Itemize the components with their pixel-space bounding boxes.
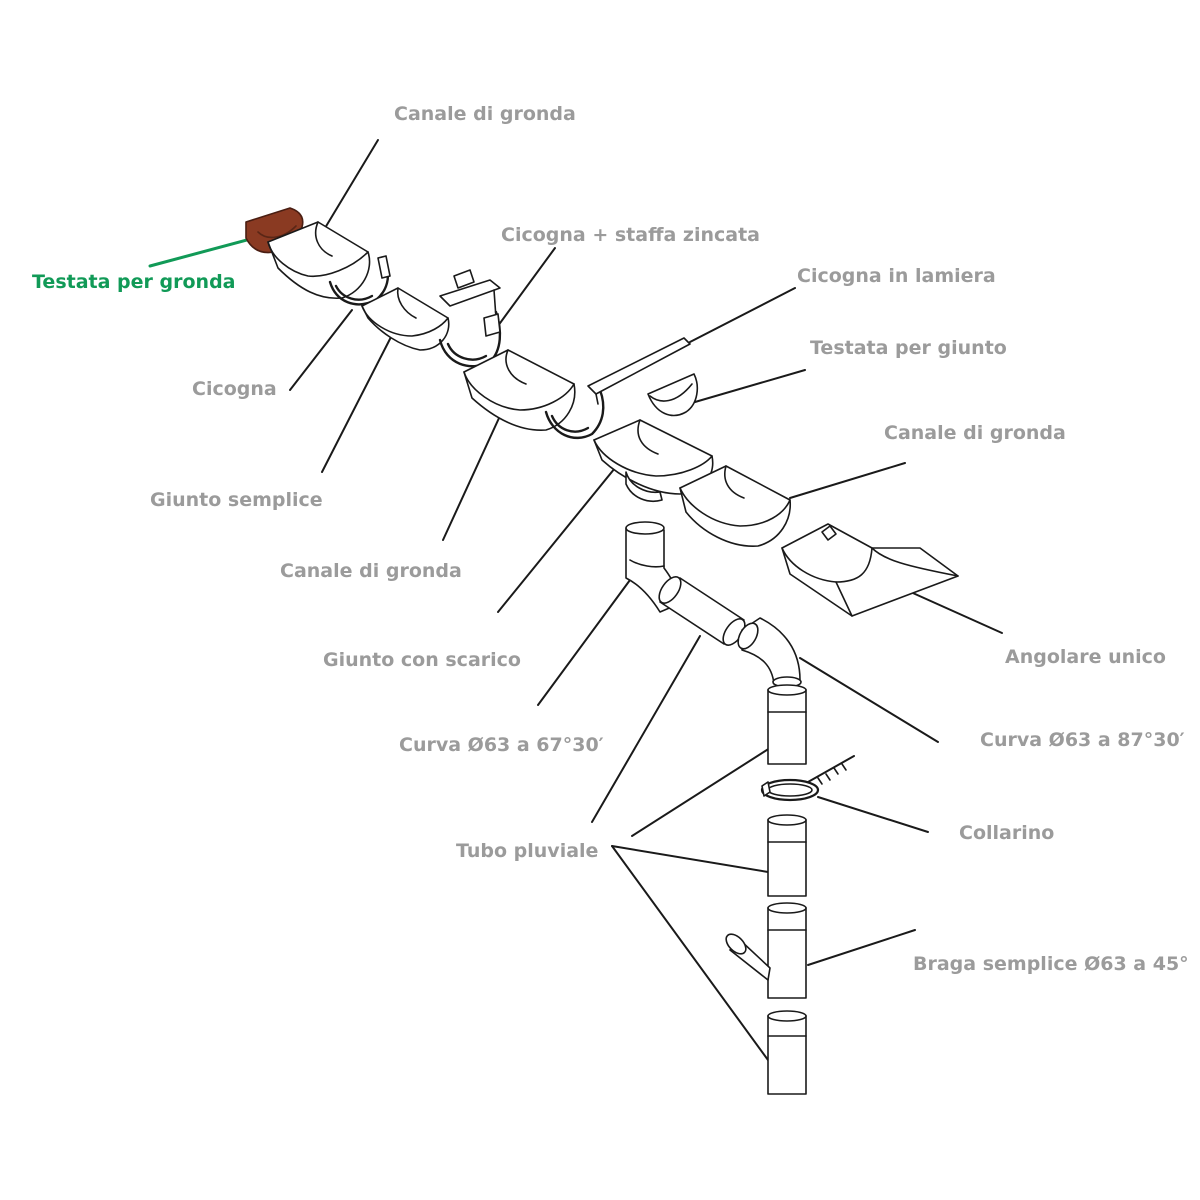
giunto-scarico-part	[593, 419, 714, 502]
label-curva-87: Curva Ø63 a 87°30′	[980, 729, 1185, 751]
leader-braga	[807, 929, 916, 966]
tubo-pluviale-3-part	[767, 1010, 807, 1095]
leader-cicogna-lamiera	[689, 287, 796, 343]
leader-testata-giunto	[694, 369, 806, 403]
leader-canale-right	[789, 462, 906, 499]
label-cicogna-staffa: Cicogna + staffa zincata	[501, 224, 760, 246]
leader-curva-67	[537, 579, 631, 706]
label-tubo-pluviale: Tubo pluviale	[456, 840, 599, 862]
leader-canale-mid	[442, 404, 506, 541]
label-canale-gronda-right: Canale di gronda	[884, 422, 1066, 444]
tubo-pluviale-2-part	[767, 814, 807, 897]
label-giunto-con-scarico: Giunto con scarico	[323, 649, 521, 671]
leader-tubo-c	[611, 845, 769, 873]
canale-gronda-3-part	[679, 465, 791, 547]
tubo-diagonal-part	[658, 576, 746, 646]
label-testata-per-giunto: Testata per giunto	[810, 337, 1007, 359]
leader-giunto-scarico	[497, 467, 616, 613]
leader-tubo-d	[611, 845, 769, 1061]
leader-cicogna	[289, 309, 353, 391]
label-angolare-unico: Angolare unico	[1005, 646, 1166, 668]
testata-giunto-part	[647, 373, 699, 417]
label-braga: Braga semplice Ø63 a 45°	[913, 953, 1189, 975]
giunto-semplice-part	[361, 287, 450, 351]
label-cicogna: Cicogna	[192, 378, 277, 400]
label-canale-gronda-top: Canale di gronda	[394, 103, 576, 125]
leader-giunto-semplice	[321, 334, 393, 473]
leader-curva-87	[799, 657, 939, 743]
braga-part	[725, 902, 807, 999]
curva-87-part	[737, 617, 802, 688]
leader-cicogna-staffa	[494, 247, 556, 331]
angolare-unico-part	[781, 523, 959, 617]
leader-tubo-a	[591, 635, 701, 823]
label-testata-per-gronda: Testata per gronda	[32, 271, 236, 293]
label-giunto-semplice: Giunto semplice	[150, 489, 323, 511]
leader-canale-top	[324, 139, 379, 229]
gutter-parts	[245, 207, 959, 1095]
cicogna-lamiera-part	[587, 337, 691, 405]
canale-gronda-2-part	[463, 349, 576, 431]
cicogna-2-part	[544, 388, 605, 439]
label-cicogna-in-lamiera: Cicogna in lamiera	[797, 265, 996, 287]
collarino-part	[760, 755, 855, 802]
label-curva-67: Curva Ø63 a 67°30′	[399, 734, 604, 756]
leader-tubo-b	[631, 747, 771, 837]
leader-lines	[148, 139, 1003, 1061]
leader-testata-gronda	[148, 235, 260, 268]
label-collarino: Collarino	[959, 822, 1055, 844]
label-canale-gronda-mid: Canale di gronda	[280, 560, 462, 582]
tubo-pluviale-1-part	[767, 684, 807, 765]
cicogna-staffa-part	[438, 269, 502, 368]
leader-collarino	[817, 796, 929, 833]
